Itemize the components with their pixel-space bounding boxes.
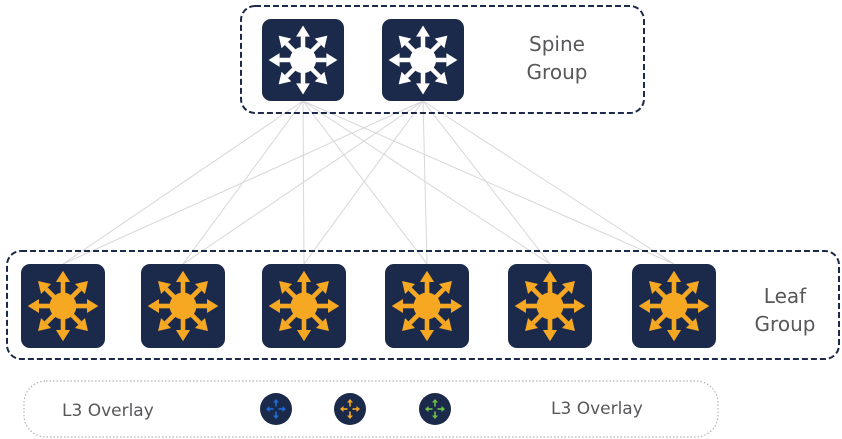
overlay-boundary	[23, 380, 719, 438]
spine-leaf-links	[62, 100, 675, 265]
spine-group-label: Spine Group	[512, 30, 602, 86]
leaf-switch-5-icon	[508, 264, 592, 348]
spine-label-line1: Spine	[529, 32, 585, 56]
link-spine2-leaf3	[303, 100, 424, 265]
link-spine1-leaf5	[302, 100, 551, 265]
spine-switch-2-icon	[382, 19, 464, 101]
leaf-label-line1: Leaf	[763, 284, 807, 308]
link-spine2-leaf5	[422, 100, 551, 265]
link-spine1-leaf6	[302, 100, 675, 265]
spine-switches	[262, 19, 464, 101]
leaf-switch-1-icon	[21, 264, 105, 348]
green-router-icon	[419, 393, 451, 425]
leaf-switch-3-icon	[262, 264, 346, 348]
leaf-switch-2-icon	[141, 264, 225, 348]
link-spine2-leaf6	[422, 100, 675, 265]
link-spine1-leaf1	[62, 100, 304, 265]
spine-switch-1-icon	[262, 19, 344, 101]
blue-router-icon	[260, 393, 292, 425]
link-spine2-leaf2	[182, 100, 424, 265]
spine-label-line2: Group	[526, 60, 588, 84]
leaf-switch-6-icon	[632, 264, 716, 348]
overlay-icons	[260, 393, 451, 425]
leaf-switches	[21, 264, 716, 348]
leaf-group-label: Leaf Group	[740, 282, 830, 338]
leaf-group-boundary	[6, 250, 840, 360]
link-spine2-leaf1	[62, 100, 424, 265]
spine-group-boundary	[240, 5, 645, 114]
leaf-label-line2: Group	[754, 312, 816, 336]
link-spine1-leaf4	[302, 100, 428, 265]
link-spine2-leaf4	[422, 100, 428, 265]
overlay-label-right: L3 Overlay	[551, 399, 643, 419]
orange-router-icon	[334, 393, 366, 425]
overlay-label-left: L3 Overlay	[62, 401, 154, 421]
leaf-switch-4-icon	[385, 264, 469, 348]
